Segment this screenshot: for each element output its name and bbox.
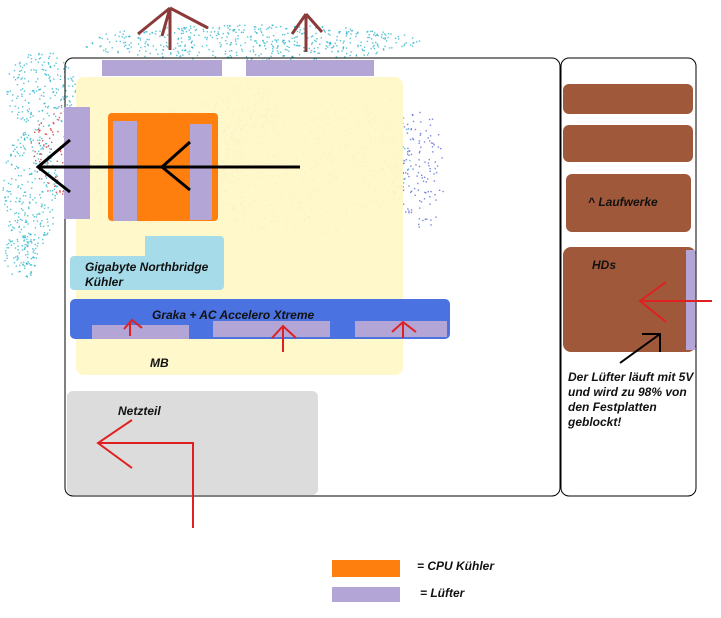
top-fan-left: [102, 60, 222, 76]
rear-fan: [64, 107, 90, 219]
drive-bay-3: [566, 174, 691, 232]
gpu-fan-3: [355, 321, 447, 337]
legend-fan-label: = Lüfter: [420, 586, 465, 600]
motherboard-label: MB: [150, 356, 169, 370]
gpu-fan-2: [213, 321, 330, 337]
legend-cpu-label: = CPU Kühler: [417, 559, 495, 573]
fan-blocked-note: Der Lüfter läuft mit 5V und wird zu 98% …: [568, 370, 694, 429]
hds-label: HDs: [592, 258, 617, 272]
drives-label: ^ Laufwerke: [588, 195, 658, 209]
hdd-cage: [563, 247, 696, 352]
main-chamber-outline: [64, 57, 561, 497]
psu-label: Netzteil: [118, 404, 161, 418]
legend-swatch-cpu: [332, 560, 400, 577]
top-fan-right: [246, 60, 374, 76]
top-exhaust-arrows: [137, 6, 324, 52]
rear-exhaust-arrows: [35, 138, 300, 194]
northbridge-cooler: [70, 236, 224, 290]
drive-bay-1: [563, 84, 693, 114]
red-airflow-arrows: [96, 281, 712, 528]
note-pointer-arrow: [619, 333, 661, 364]
northbridge-label: Gigabyte Northbridge Kühler: [85, 260, 209, 289]
gpu-label: Graka + AC Accelero Xtreme: [152, 308, 315, 322]
cpu-fan-right: [190, 124, 212, 220]
legend-swatch-fan: [332, 587, 400, 602]
drive-bay-2: [563, 125, 693, 162]
gpu-fan-1: [92, 325, 189, 339]
cpu-fan-left: [113, 121, 137, 221]
